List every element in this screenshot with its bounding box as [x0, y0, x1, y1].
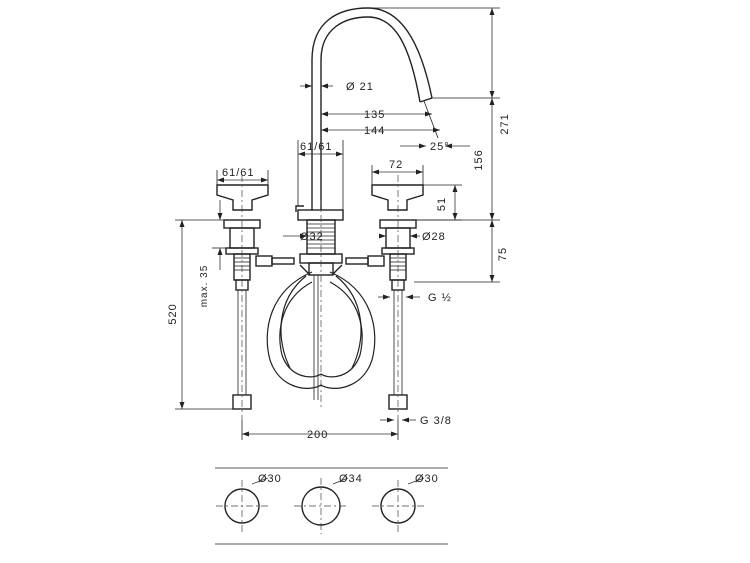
label-pitch-61-left: 61/61 — [222, 167, 255, 179]
label-thread-g38: G 3/8 — [420, 415, 452, 427]
label-height-271: 271 — [499, 113, 511, 134]
deck-holes — [215, 467, 448, 545]
label-max-35: max. 35 — [199, 265, 210, 308]
label-handle-height: 51 — [436, 197, 448, 211]
label-thread-g12: G ½ — [428, 292, 452, 304]
label-height-156: 156 — [473, 149, 485, 170]
label-hole-right: Ø30 — [415, 473, 439, 485]
label-handle-width: 72 — [389, 159, 403, 171]
label-hole-left: Ø30 — [258, 473, 282, 485]
center-body — [295, 200, 344, 410]
label-length-520: 520 — [167, 303, 179, 324]
dimension-labels: Ø 21 135 144 25° 61/61 61/61 72 Ø32 Ø28 … — [167, 81, 511, 485]
label-body-d28: Ø28 — [422, 231, 446, 243]
hole-left — [224, 488, 260, 524]
hole-right — [380, 488, 416, 524]
label-reach-144: 144 — [364, 125, 385, 137]
aerator-line — [423, 100, 439, 139]
right-valve — [371, 175, 424, 420]
side-connectors — [255, 255, 385, 276]
label-spout-diameter: Ø 21 — [346, 81, 374, 93]
label-spacing-200: 200 — [307, 429, 328, 441]
dimension-lines — [175, 7, 500, 440]
label-hole-center: Ø34 — [339, 473, 363, 485]
label-reach-135: 135 — [364, 109, 385, 121]
label-body-d32: Ø32 — [300, 231, 324, 243]
hose-loop — [266, 271, 376, 389]
label-deck-75: 75 — [497, 247, 509, 261]
left-valve — [216, 175, 269, 420]
label-angle-25: 25° — [430, 141, 450, 153]
label-pitch-61: 61/61 — [300, 141, 333, 153]
